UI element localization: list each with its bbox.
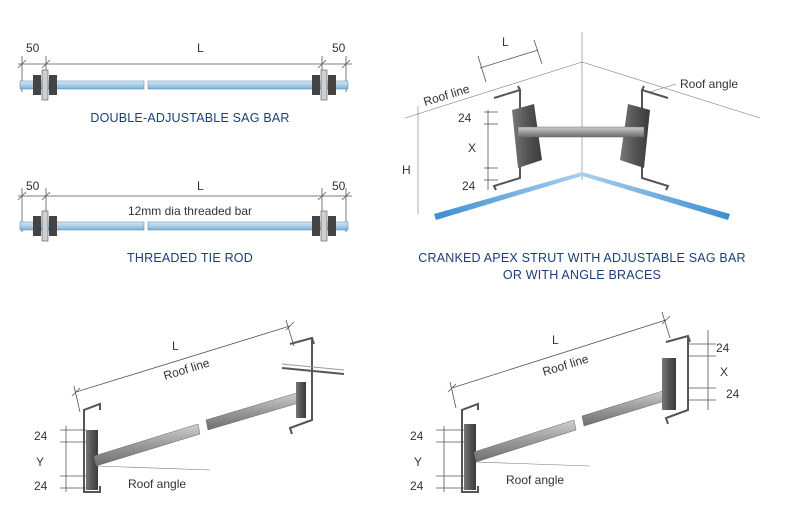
sag-bar-caption: DOUBLE-ADJUSTABLE SAG BAR [90, 111, 289, 125]
sag-bar-dim-right: 50 [332, 41, 346, 55]
sag-bar-dim-length: L [197, 41, 204, 55]
sag-bar-nut-left-2 [49, 75, 57, 95]
sag-bar-rod-left [19, 80, 145, 90]
strut-left-roof-line: Roof line [162, 356, 212, 383]
apex-strut-bar [517, 126, 645, 138]
strut-left-dim-y: Y [36, 455, 44, 469]
apex-roof-right [582, 172, 730, 220]
apex-dim-x: X [468, 141, 476, 155]
strut-right-end-plate [464, 424, 476, 490]
sag-bar-plate-right [320, 69, 328, 101]
strut-left-dim-24-top: 24 [34, 429, 48, 443]
strut-left-end-plate [86, 430, 98, 490]
sag-bar-plate-left [41, 69, 49, 101]
strut-left-top-plate [296, 382, 306, 418]
tie-rod-bar-label: 12mm dia threaded bar [128, 204, 252, 218]
tie-rod-plate-right [320, 210, 328, 242]
tie-rod-left [19, 221, 145, 231]
strut-left-dim-length: L [172, 339, 179, 353]
strut-right-dim-24-lower: 24 [726, 387, 740, 401]
tie-rod-caption: THREADED TIE ROD [127, 251, 253, 265]
strut-left-rod-upper [205, 391, 303, 431]
apex-dim-length: L [502, 35, 509, 49]
tie-rod-nut-right-1 [312, 216, 320, 236]
strut-right-dim-y: Y [414, 455, 422, 469]
strut-right-panel: L Roof line 24 X 24 24 Y 24 Roof angle [410, 311, 740, 493]
strut-right-roof-line: Roof line [541, 352, 591, 379]
strut-left-dim-24-bottom: 24 [34, 479, 48, 493]
sag-bar-panel: 50 L 50 DOUBLE-ADJUSTABLE SAG BAR [17, 41, 352, 125]
apex-caption-line1: CRANKED APEX STRUT WITH ADJUSTABLE SAG B… [418, 251, 745, 265]
tie-rod-nut-right-2 [328, 216, 336, 236]
strut-right-roof-angle: Roof angle [506, 473, 564, 487]
apex-dim-h: H [402, 163, 411, 177]
tie-rod-nut-left-2 [49, 216, 57, 236]
tie-rod-plate-left [41, 210, 49, 242]
apex-roof-angle-label: Roof angle [680, 77, 738, 91]
apex-caption-line2: OR WITH ANGLE BRACES [503, 268, 661, 282]
apex-roof-left [434, 172, 582, 220]
tie-rod-dim-right: 50 [332, 179, 346, 193]
strut-right-dim-24-upper: 24 [716, 341, 730, 355]
strut-left-high-purlin [288, 336, 315, 435]
tie-rod-right [147, 221, 349, 231]
strut-left-roof-angle: Roof angle [128, 477, 186, 491]
strut-right-high-purlin [664, 334, 691, 425]
apex-dim-24-bottom: 24 [462, 179, 476, 193]
strut-right-dim-24-bottom: 24 [410, 479, 424, 493]
sag-bar-nut-right-1 [312, 75, 320, 95]
strut-left-panel: L Roof line 24 Y 24 Roof angle [34, 319, 345, 493]
tie-rod-panel: 50 L 50 12mm dia threaded bar THREADED T… [17, 179, 352, 265]
sag-bar-nut-left-1 [33, 75, 41, 95]
strut-right-dim-x: X [720, 365, 728, 379]
strut-right-dim-length: L [552, 333, 559, 347]
tie-rod-nut-left-1 [33, 216, 41, 236]
sag-bar-rod-right [147, 80, 349, 90]
tie-rod-dim-left: 50 [26, 179, 40, 193]
strut-left-rod-lower [93, 423, 201, 467]
sag-bar-dim-left: 50 [26, 41, 40, 55]
strut-right-top-plate [662, 358, 676, 410]
strut-right-low-purlin [461, 402, 479, 493]
strut-right-dim-24-top: 24 [410, 429, 424, 443]
strut-right-rod-upper [581, 389, 669, 427]
strut-right-rod-lower [473, 419, 577, 463]
apex-dim-24-top: 24 [458, 111, 472, 125]
tie-rod-dim-length: L [197, 179, 204, 193]
sag-bar-nut-right-2 [328, 75, 336, 95]
apex-panel: L Roof line Roof angle 24 X 24 H CRANKED… [402, 32, 761, 282]
strut-left-low-purlin [83, 402, 101, 493]
